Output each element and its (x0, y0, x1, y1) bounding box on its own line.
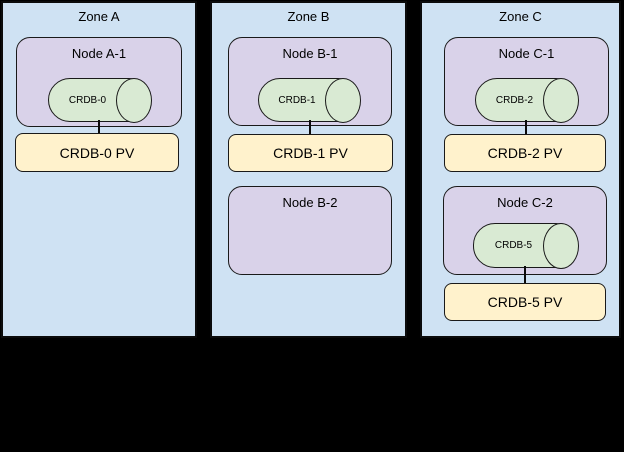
node-c-2-label: Node C-2 (497, 195, 553, 210)
crdb-5-pv-connector (524, 266, 526, 284)
crdb-2-pv-label: CRDB-2 PV (487, 145, 563, 161)
crdb-2-pod-label: CRDB-2 (495, 94, 534, 106)
crdb-1-pod-label: CRDB-1 (278, 94, 316, 106)
node-b-1-label: Node B-1 (282, 46, 338, 61)
cylinder-end-cap (324, 77, 361, 123)
node-a-1: Node A-1 CRDB-0 (16, 37, 182, 127)
node-c-1: Node C-1 CRDB-2 (444, 37, 609, 126)
node-c-2: Node C-2 CRDB-5 (443, 186, 607, 275)
crdb-0-pv-connector (98, 120, 100, 135)
node-b-2-label: Node B-2 (282, 195, 338, 210)
crdb-5-pv-box: CRDB-5 PV (444, 283, 606, 321)
crdb-1-pv-box: CRDB-1 PV (228, 134, 393, 172)
node-b-2: Node B-2 (228, 186, 392, 275)
crdb-5-pod-label: CRDB-5 (494, 240, 533, 251)
crdb-2-pv-connector (525, 120, 527, 136)
zone-c-label: Zone C (499, 9, 542, 24)
node-c-1-label: Node C-1 (498, 46, 555, 61)
zone-a-label: Zone A (78, 9, 120, 24)
crdb-2-pod-cylinder: CRDB-2 (475, 77, 579, 123)
crdb-0-pv-box: CRDB-0 PV (15, 133, 179, 172)
node-b-1: Node B-1 CRDB-1 (228, 37, 392, 126)
crdb-5-pod-cylinder: CRDB-5 (473, 222, 579, 269)
node-a-1-label: Node A-1 (71, 46, 127, 61)
crdb-1-pv-label: CRDB-1 PV (273, 145, 348, 161)
crdb-1-pod-cylinder: CRDB-1 (258, 77, 361, 123)
zone-b: Zone B Node B-1 CRDB-1 CRDB-1 PV Node B-… (210, 1, 407, 338)
cylinder-end-cap (115, 77, 152, 123)
cylinder-end-cap (542, 77, 579, 123)
crdb-1-pv-connector (309, 120, 311, 136)
zone-b-label: Zone B (287, 9, 330, 24)
crdb-2-pv-box: CRDB-2 PV (444, 134, 606, 172)
crdb-0-pv-label: CRDB-0 PV (59, 144, 135, 161)
zone-c: Zone C Node C-1 CRDB-2 CRDB-2 PV Node C-… (420, 1, 621, 338)
crdb-0-pod-cylinder: CRDB-0 (48, 77, 152, 123)
zone-a: Zone A Node A-1 CRDB-0 CRDB-0 PV (1, 1, 197, 338)
cylinder-end-cap (542, 222, 579, 269)
crdb-0-pod-label: CRDB-0 (68, 94, 107, 106)
crdb-5-pv-label: CRDB-5 PV (487, 294, 563, 310)
